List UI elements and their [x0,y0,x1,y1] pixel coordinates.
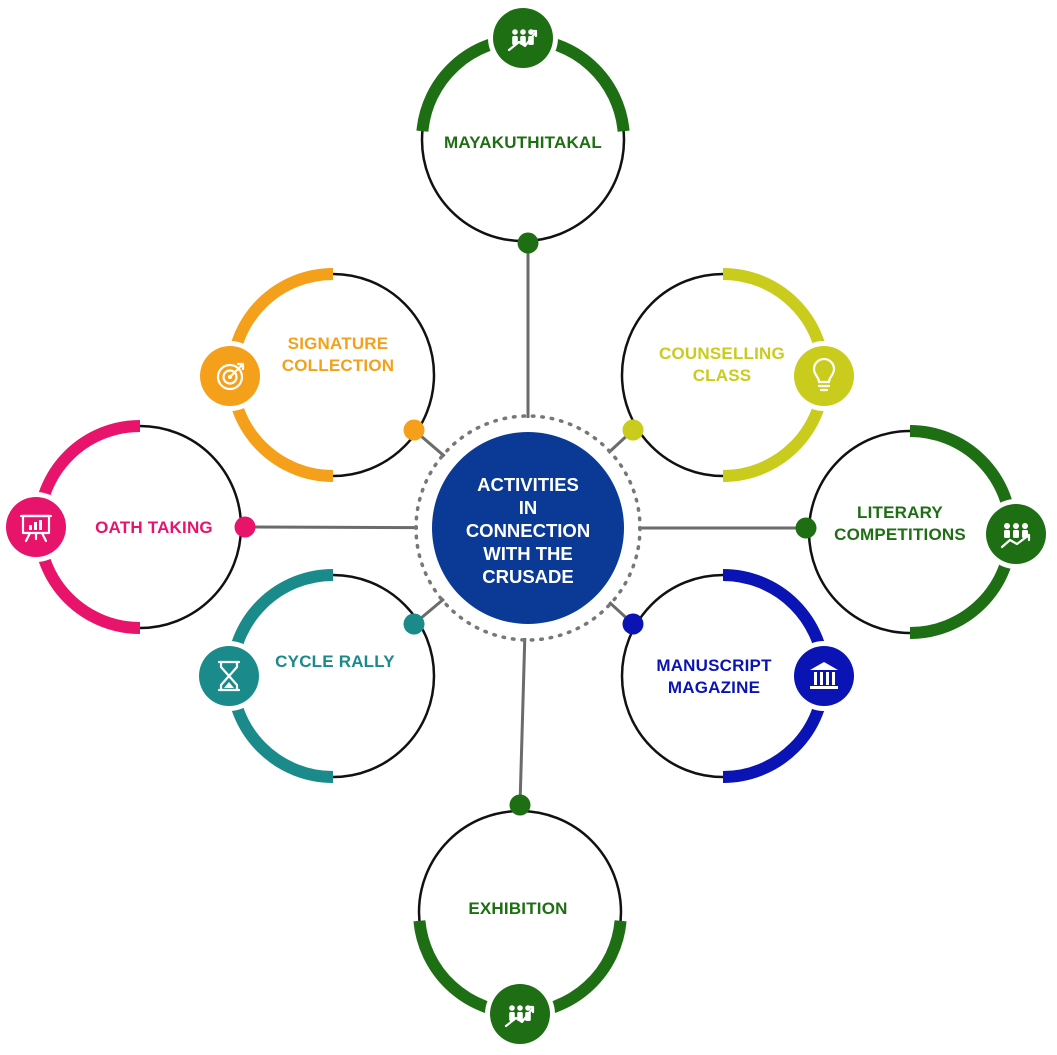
people-growth-icon [488,3,558,73]
activity-label-mayakuthitakal: MAYAKUTHITAKAL [413,132,633,154]
activity-oath-taking [1,420,256,634]
activity-label-line: LITERARY [857,503,943,522]
connector-dot [517,232,539,254]
activity-mayakuthitakal [416,3,630,254]
connector-dot [622,613,644,635]
presentation-board-icon [1,492,71,562]
activity-label-line: COMPETITIONS [834,525,966,544]
activity-label-exhibition: EXHIBITION [418,898,618,920]
activity-label-line: CLASS [692,366,752,385]
connector-exhibition [518,637,527,806]
activity-signature-collection [195,268,436,482]
center-dotted-ring [414,414,642,642]
activity-label-line: SIGNATURE [287,334,389,353]
activity-label-signature-collection: SIGNATURE COLLECTION [253,333,423,377]
activity-label-line: EXHIBITION [468,899,568,918]
center-title: ACTIVITIES IN CONNECTION WITH THE CRUSAD… [465,473,591,587]
activity-literary-competitions [795,425,1051,639]
connector-dot [795,517,817,539]
activity-label-manuscript-magazine: MANUSCRIPT MAGAZINE [629,655,799,699]
activity-counselling-class [620,268,859,482]
connector-oath-taking [244,525,419,530]
activity-label-line: CYCLE RALLY [275,652,395,671]
connector-dot [234,516,256,538]
activity-label-counselling-class: COUNSELLING CLASS [637,343,807,387]
activity-label-line: COLLECTION [281,356,395,375]
activity-label-line: OATH TAKING [95,518,213,537]
activity-label-line: COUNSELLING [659,344,785,363]
institution-icon [789,641,859,711]
connector-dot [622,419,644,441]
activity-cycle-rally [194,569,436,783]
target-icon [195,341,265,411]
activity-label-line: MANUSCRIPT [656,656,772,675]
activity-manuscript-magazine [620,569,859,783]
team-chart-icon [981,499,1051,569]
people-growth-icon [485,979,555,1049]
activity-label-line: MAYAKUTHITAKAL [443,133,602,152]
connector-dot [403,613,425,635]
center-circle [432,432,624,624]
activity-label-literary-competitions: LITERARY COMPETITIONS [815,502,985,546]
activity-exhibition [413,794,627,1049]
lightbulb-icon [789,341,859,411]
activity-label-cycle-rally: CYCLE RALLY [255,651,415,673]
connector-dot [403,419,425,441]
activity-label-oath-taking: OATH TAKING [79,517,229,539]
connector-dot [509,794,531,816]
hourglass-icon [194,641,264,711]
activity-label-line: MAGAZINE [667,678,761,697]
